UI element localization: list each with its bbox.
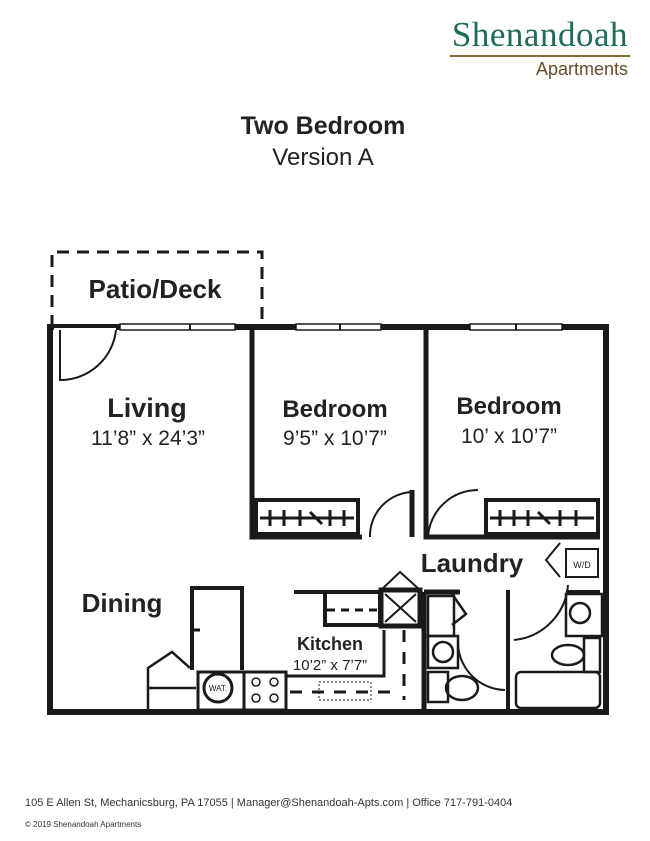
water-heater: [202, 672, 234, 704]
windows: [119, 323, 563, 331]
living-label: Living: [107, 393, 187, 423]
water-heater-label: WAT.: [209, 684, 227, 693]
kitchen-label: Kitchen: [297, 634, 363, 654]
logo: Shenandoah Apartments: [449, 16, 630, 80]
logo-subtitle: Apartments: [535, 59, 628, 79]
bedroom1-label: Bedroom: [282, 396, 387, 423]
bedroom1-door: [368, 490, 413, 538]
living-size: 11’8” x 24’3”: [91, 427, 205, 450]
bedroom2-label: Bedroom: [456, 393, 561, 420]
patio-label: Patio/Deck: [89, 274, 222, 304]
washer-dryer-label: W/D: [573, 560, 591, 570]
laundry-label: Laundry: [421, 548, 524, 578]
plan-title: Two Bedroom: [240, 112, 406, 140]
kitchen-size: 10’2” x 7’7”: [293, 657, 367, 674]
dining-label: Dining: [82, 588, 163, 618]
patio-outline: [50, 250, 264, 327]
walls: [47, 250, 609, 715]
bedroom2-size: 10’ x 10’7”: [461, 425, 557, 448]
plan-version: Version A: [272, 144, 374, 171]
footer-copyright: © 2019 Shenandoah Apartments: [25, 820, 142, 829]
entry-door: [59, 329, 117, 382]
footer-contact: 105 E Allen St, Mechanicsburg, PA 17055 …: [25, 797, 513, 809]
bedroom1-size: 9’5” x 10’7”: [283, 427, 387, 450]
stove-burners: [251, 677, 279, 703]
bedroom2-door: [427, 488, 479, 538]
outer-wall: [47, 324, 609, 715]
logo-name: Shenandoah: [449, 16, 630, 57]
